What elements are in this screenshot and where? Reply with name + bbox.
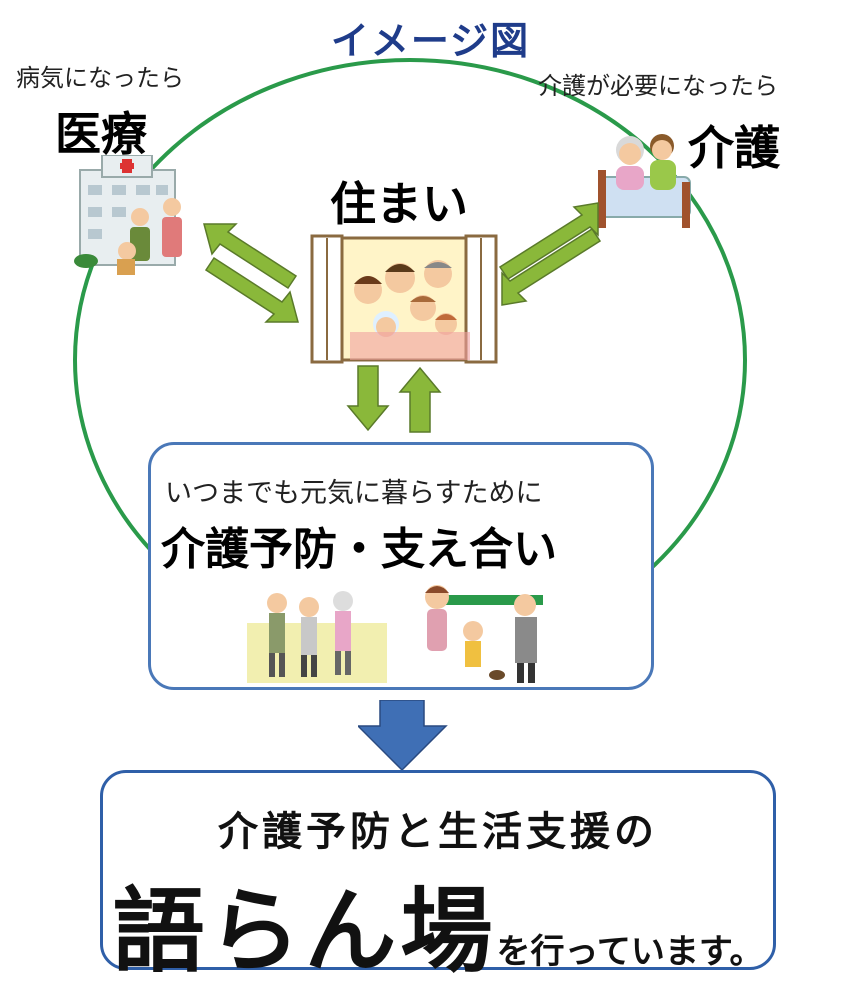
prevention-box: いつまでも元気に暮らすために 介護予防・支え合い [148, 442, 654, 690]
care-housing-arrows [498, 202, 602, 306]
summary-suffix: を行っています。 [496, 932, 764, 972]
hospital-icon [74, 155, 182, 275]
summary-highlight: 語らん場 [112, 878, 497, 985]
walking-family-icon [425, 585, 543, 683]
summary-line1: 介護予防と生活支援の [218, 809, 658, 855]
prevention-caption: いつまでも元気に暮らすために [165, 478, 543, 509]
caregiving-icon [598, 134, 691, 228]
prevention-housing-arrows [346, 365, 442, 433]
housing-heading: 住まい [330, 177, 468, 231]
medical-heading: 医療 [55, 107, 147, 161]
care-heading: 介護 [688, 121, 780, 175]
down-arrow-icon [358, 700, 448, 772]
medical-caption: 病気になったら [16, 64, 184, 92]
page-title: イメージ図 [330, 19, 531, 63]
medical-housing-arrows [203, 223, 299, 323]
care-caption: 介護が必要になったら [538, 72, 778, 100]
exercise-people-icon [247, 591, 387, 683]
summary-box: 介護予防と生活支援の 語らん場を行っています。 [100, 770, 776, 985]
window-family-icon [310, 234, 498, 364]
prevention-heading: 介護予防・支え合い [161, 524, 557, 575]
